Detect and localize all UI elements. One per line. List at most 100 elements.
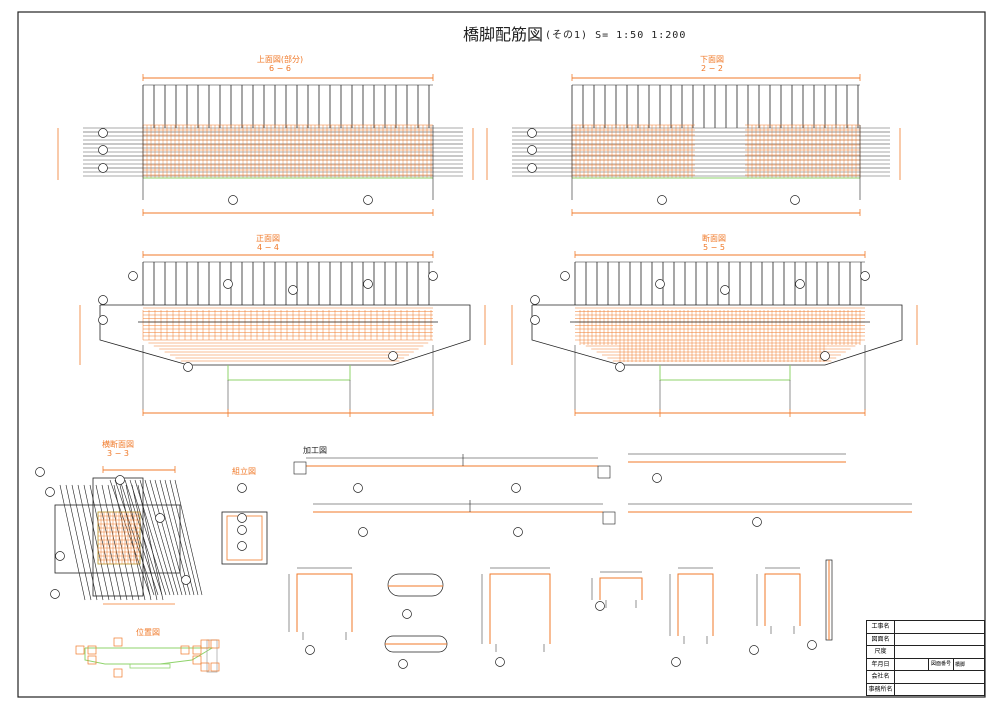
location-marker [192, 645, 202, 655]
diagonal-rebar [107, 484, 134, 601]
location-marker [113, 637, 123, 647]
bar-mark-bubble [228, 195, 238, 205]
bar-mark-bubble [358, 527, 368, 537]
bar-mark-bubble [181, 575, 191, 585]
bar-mark-bubble [363, 279, 373, 289]
bar-mark-bubble [363, 195, 373, 205]
bar-mark-bubble [560, 271, 570, 281]
bar-mark-bubble [655, 279, 665, 289]
column-outline [659, 365, 791, 381]
side-section-outline [92, 477, 144, 597]
diagonal-rebar [174, 479, 203, 596]
location-marker [192, 655, 202, 665]
bar-mark-bubble [527, 145, 537, 155]
bar-mark-bubble [671, 657, 681, 667]
bar-mark-bubble [530, 295, 540, 305]
location-side [206, 639, 218, 673]
drawing-title: 橋脚配筋図 [463, 25, 544, 44]
bar-mark-bubble [128, 271, 138, 281]
bar-mark-bubble [398, 659, 408, 669]
view-label-fabrication: 加工図 [303, 446, 327, 455]
stirrup-shape [296, 573, 353, 632]
bar-mark-bubble [795, 279, 805, 289]
bar-mark-bubble [495, 657, 505, 667]
drawing-scale: (その1) S= 1:50 1:200 [545, 30, 687, 41]
bar-mark-bubble [388, 351, 398, 361]
diagonal-rebar [164, 479, 195, 596]
title-block: 工事名 図面名 尺度 年月日 図面番号 橋脚 会社名 事務所名 [866, 620, 985, 696]
bar-mark-bubble [98, 128, 108, 138]
tb-drawing-no-value: 橋脚 [955, 661, 966, 668]
diagonal-rebar [125, 484, 152, 601]
bar-mark-bubble [50, 589, 60, 599]
pier-cap-outline [531, 304, 903, 366]
diagonal-rebar [154, 479, 187, 596]
location-marker [87, 655, 97, 665]
diagonal-rebar [83, 484, 110, 601]
bar-mark-bubble [237, 525, 247, 535]
bar-mark-bubble [749, 645, 759, 655]
location-marker [75, 645, 85, 655]
bar-mark-bubble [820, 351, 830, 361]
diagonal-rebar [149, 479, 183, 596]
tb-date: 年月日 [867, 658, 895, 670]
tie-shape [387, 573, 444, 597]
bar-mark-bubble [55, 551, 65, 561]
assembly-outline [221, 511, 268, 565]
stirrup-shape [764, 573, 801, 626]
bar-mark-bubble [115, 475, 125, 485]
view-label-top-partial: 上面図(部分)6 − 6 [256, 55, 304, 73]
bar-mark-bubble [223, 279, 233, 289]
bar-mark-bubble [98, 145, 108, 155]
bar-mark-bubble [35, 467, 45, 477]
diagonal-rebar [119, 484, 146, 601]
bar-mark-bubble [720, 285, 730, 295]
location-marker [87, 645, 97, 655]
diagonal-rebar [113, 484, 140, 601]
bar-mark-bubble [45, 487, 55, 497]
diagonal-rebar [114, 479, 155, 596]
location-marker [180, 645, 190, 655]
stirrup-shape [677, 573, 714, 636]
bar-mark-bubble [428, 271, 438, 281]
tb-office: 事務所名 [867, 683, 895, 696]
bar-mark-bubble [237, 541, 247, 551]
bar-mark-bubble [155, 513, 165, 523]
pier-cap-outline [99, 304, 471, 366]
drawing-border [17, 11, 986, 698]
diagonal-rebar [59, 484, 86, 601]
diagonal-rebar [169, 479, 199, 596]
bar-mark-bubble [511, 483, 521, 493]
diagonal-rebar [129, 479, 167, 596]
location-marker [113, 668, 123, 678]
bar-mark-bubble [98, 163, 108, 173]
diagonal-rebar [71, 484, 98, 601]
bar-mark-bubble [652, 473, 662, 483]
diagonal-rebar [131, 484, 158, 601]
bar-mark-bubble [237, 513, 247, 523]
diagonal-rebar [65, 484, 92, 601]
diagonal-rebar [137, 484, 164, 601]
tb-scale: 尺度 [867, 646, 895, 658]
tb-drawing-name: 図面名 [867, 633, 895, 645]
column-outline [227, 365, 351, 381]
tb-company: 会社名 [867, 671, 895, 683]
view-label-assembly: 組立図 [232, 467, 256, 476]
bar-mark-bubble [615, 362, 625, 372]
location-column [129, 663, 171, 669]
diagonal-rebar [89, 484, 116, 601]
bar-mark-bubble [527, 128, 537, 138]
tb-drawing-no: 図面番号 [928, 658, 954, 670]
hook [293, 461, 307, 475]
bar-mark-bubble [237, 483, 247, 493]
view-label-location: 位置図 [136, 628, 160, 637]
diagonal-rebar [95, 484, 122, 601]
bar-mark-bubble [98, 295, 108, 305]
bar-mark-bubble [402, 609, 412, 619]
bar-mark-bubble [305, 645, 315, 655]
bar-mark-bubble [527, 163, 537, 173]
